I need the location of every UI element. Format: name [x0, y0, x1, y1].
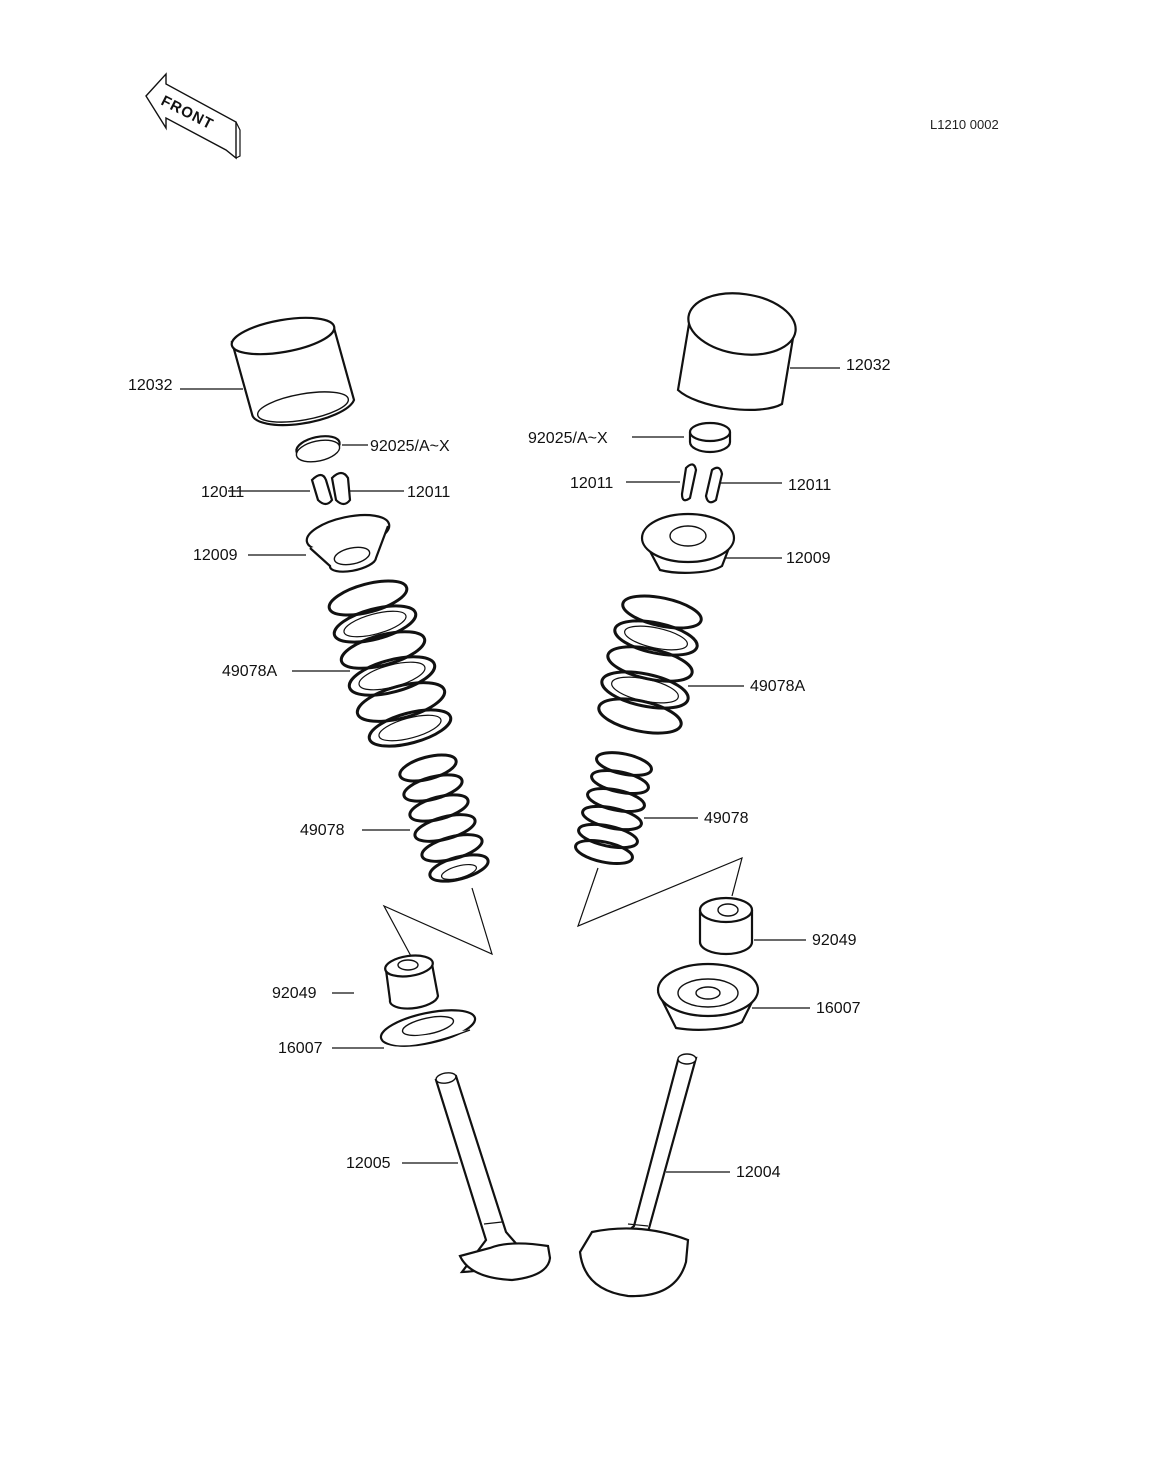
label-left-16007: 16007: [278, 1040, 323, 1057]
label-right-12011-a: 12011: [570, 475, 613, 492]
label-right-16007: 16007: [816, 1000, 861, 1017]
label-left-12032: 12032: [128, 377, 173, 394]
right-group-bracket: [576, 856, 743, 928]
label-right-12011-b: 12011: [788, 477, 831, 494]
label-right-92049: 92049: [812, 932, 857, 949]
left-spring-seat: [379, 1009, 477, 1047]
left-retainer: [305, 513, 391, 573]
front-arrow-icon: FRONT: [145, 72, 241, 160]
label-left-92049: 92049: [272, 985, 317, 1002]
left-keepers: [310, 471, 352, 506]
label-left-49078: 49078: [300, 822, 345, 839]
label-right-92025: 92025/A~X: [528, 430, 608, 447]
label-left-12011-b: 12011: [407, 484, 450, 501]
right-valve-seal: [698, 896, 754, 956]
label-left-92025: 92025/A~X: [370, 438, 450, 455]
drawing-code: L1210 0002: [930, 117, 999, 132]
label-right-12032: 12032: [846, 357, 891, 374]
left-inner-spring: [398, 753, 490, 883]
left-tappet: [230, 316, 356, 427]
right-tappet: [676, 292, 797, 411]
label-left-12011-a: 12011: [201, 484, 244, 501]
right-keepers: [680, 463, 724, 504]
right-spring-seat: [656, 962, 760, 1031]
left-shim: [295, 435, 341, 463]
label-right-49078A: 49078A: [750, 678, 805, 695]
left-outer-spring: [327, 579, 453, 748]
right-retainer: [640, 512, 736, 574]
left-valve-seal: [384, 954, 440, 1010]
right-intake-valve: [578, 1053, 698, 1298]
label-left-12005: 12005: [346, 1155, 391, 1172]
right-outer-spring: [597, 594, 703, 735]
right-inner-spring: [574, 751, 653, 865]
label-right-12009: 12009: [786, 550, 831, 567]
label-right-49078: 49078: [704, 810, 749, 827]
left-group-bracket: [382, 887, 493, 959]
label-right-12004: 12004: [736, 1164, 781, 1181]
label-left-49078A: 49078A: [222, 663, 277, 680]
left-exhaust-valve: [434, 1072, 552, 1282]
label-left-12009: 12009: [193, 547, 238, 564]
right-shim: [688, 421, 732, 454]
